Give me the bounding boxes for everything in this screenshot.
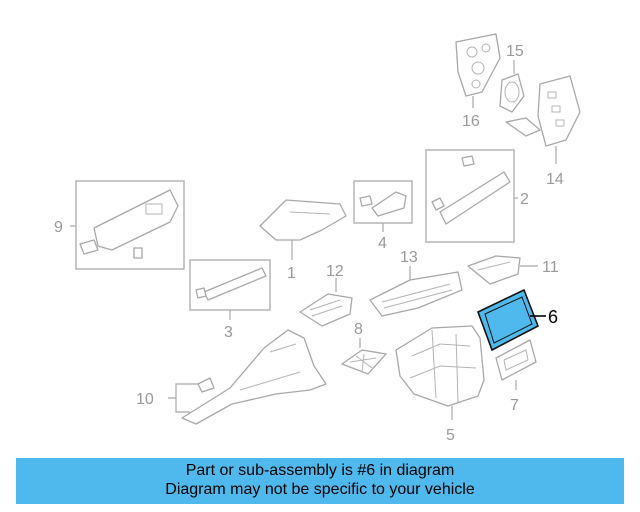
callout-10[interactable]: 10: [136, 391, 154, 408]
callout-7[interactable]: 7: [510, 397, 519, 414]
part-9-box: [75, 180, 185, 270]
info-banner: Part or sub-assembly is #6 in diagram Di…: [16, 458, 624, 504]
part-14-bezel[interactable]: [505, 75, 581, 164]
part-15-knob[interactable]: [499, 60, 525, 113]
part-10-trim[interactable]: [168, 329, 327, 425]
callout-16[interactable]: 16: [462, 113, 480, 130]
part-13-vent[interactable]: [369, 266, 463, 317]
part-11-vent[interactable]: [467, 255, 538, 285]
parts-diagram: 16 15 14 9 1 4: [54, 33, 581, 444]
part-5-console[interactable]: [395, 325, 485, 420]
part-16-panel[interactable]: [455, 33, 501, 108]
part-8-grille[interactable]: [341, 338, 387, 375]
banner-line-1: Part or sub-assembly is #6 in diagram: [185, 462, 455, 479]
part-2-garnish[interactable]: [431, 155, 511, 225]
part-2-box: [425, 149, 515, 243]
part-1-duct[interactable]: [259, 199, 347, 260]
callout-12[interactable]: 12: [326, 263, 344, 280]
banner-line-2: Diagram may not be specific to your vehi…: [165, 481, 475, 498]
callout-5[interactable]: 5: [446, 427, 455, 444]
callout-3[interactable]: 3: [224, 324, 233, 341]
callout-8[interactable]: 8: [354, 321, 363, 338]
part-12-vent[interactable]: [299, 278, 353, 327]
callout-9[interactable]: 9: [54, 219, 63, 236]
callout-11[interactable]: 11: [542, 259, 559, 276]
callout-4[interactable]: 4: [378, 235, 387, 252]
part-3-strip[interactable]: [195, 267, 267, 320]
part-7-switch-panel[interactable]: [495, 339, 537, 390]
callout-6[interactable]: 6: [548, 307, 558, 327]
part-9-trim[interactable]: [79, 189, 179, 259]
part-4-lid[interactable]: [359, 191, 407, 232]
callout-2[interactable]: 2: [520, 191, 529, 208]
callout-15[interactable]: 15: [506, 43, 524, 60]
callout-13[interactable]: 13: [400, 249, 418, 266]
callout-1[interactable]: 1: [287, 265, 296, 282]
part-6-panel-highlighted[interactable]: [477, 289, 546, 351]
callout-14[interactable]: 14: [546, 171, 564, 188]
